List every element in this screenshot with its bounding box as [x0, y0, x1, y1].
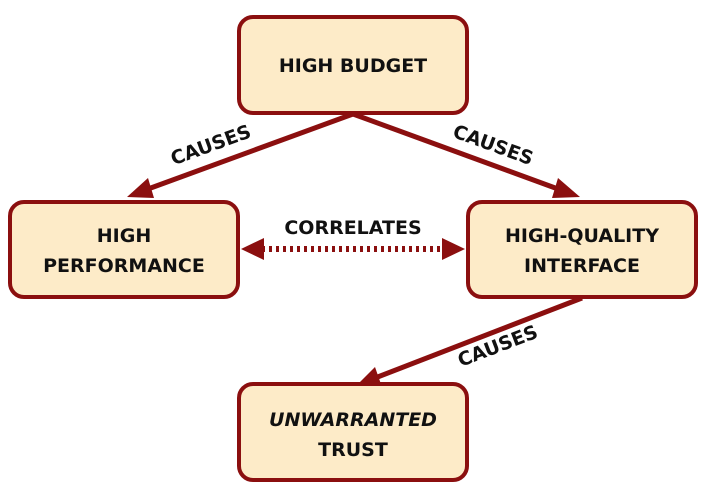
node-label-line1: HIGH-QUALITY [505, 225, 659, 247]
node-box [237, 15, 469, 115]
arrow-head-icon [127, 178, 154, 198]
edge-interface-to-trust [356, 295, 583, 387]
edge-performance-interface [241, 238, 465, 260]
node-label-line1: HIGH [97, 225, 151, 247]
node-box [8, 200, 240, 299]
edge-line [374, 295, 583, 381]
node-unwarranted-trust: UNWARRANTED TRUST [237, 382, 469, 482]
edge-label-correlates: CORRELATES [284, 217, 421, 239]
edge-line [352, 111, 559, 192]
node-box [237, 382, 469, 482]
arrow-head-icon [552, 178, 580, 198]
node-label: HIGH BUDGET [279, 55, 427, 77]
node-box [466, 200, 698, 299]
edge-budget-to-performance [127, 111, 354, 198]
arrow-head-left-icon [241, 238, 264, 260]
node-high-quality-interface: HIGH-QUALITY INTERFACE [466, 200, 698, 299]
node-high-performance: HIGH PERFORMANCE [8, 200, 240, 299]
node-label-line2: INTERFACE [524, 255, 640, 277]
node-label-line1: UNWARRANTED [269, 409, 437, 431]
node-label-line2: PERFORMANCE [43, 255, 205, 277]
edge-label-budget-performance: CAUSES [168, 121, 254, 170]
node-label-line2: TRUST [318, 439, 388, 461]
arrow-head-right-icon [442, 238, 465, 260]
edge-line [147, 111, 354, 192]
node-high-budget: HIGH BUDGET [237, 15, 469, 115]
edge-budget-to-interface [352, 111, 580, 198]
